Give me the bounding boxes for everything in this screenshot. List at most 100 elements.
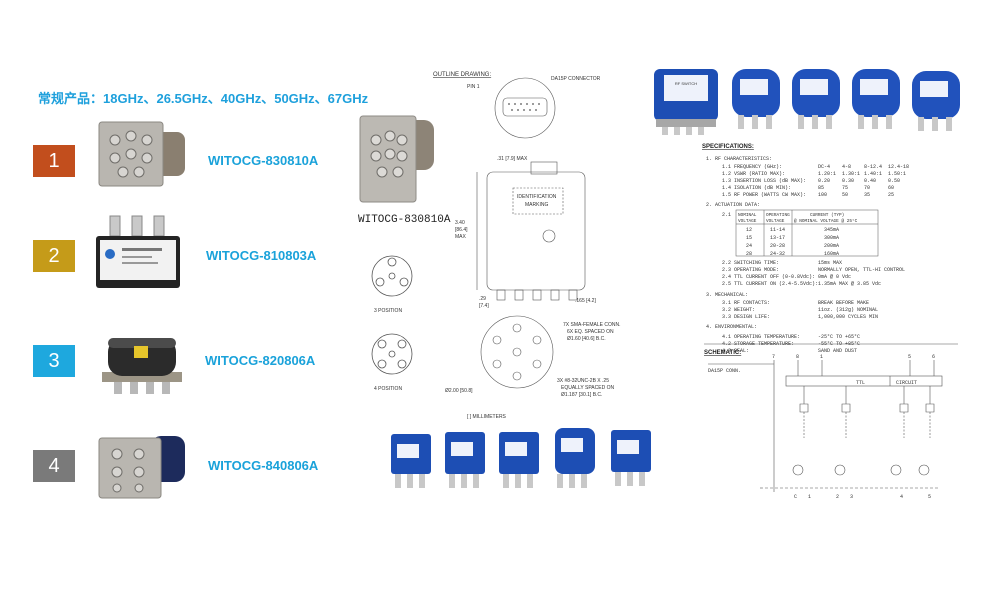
svg-text:C: C bbox=[794, 494, 797, 500]
blue-rf-switch-photos: RF SWITCH bbox=[654, 69, 960, 135]
svg-text:24: 24 bbox=[746, 243, 752, 249]
svg-text:100: 100 bbox=[818, 192, 827, 198]
outline-title: OUTLINE DRAWING: bbox=[433, 72, 491, 78]
svg-text:2.2: 2.2 bbox=[722, 260, 731, 266]
svg-text:11-14: 11-14 bbox=[770, 227, 785, 233]
svg-text:3.3: 3.3 bbox=[722, 314, 731, 320]
svg-text:1.3: 1.3 bbox=[722, 178, 731, 184]
dim-200-label: Ø2.00 [50.8] bbox=[445, 388, 473, 394]
svg-text:NOMINAL: NOMINAL bbox=[738, 213, 757, 218]
svg-text:50: 50 bbox=[842, 192, 848, 198]
product-photo-3 bbox=[102, 338, 182, 394]
dim-29-label: .29 bbox=[479, 296, 486, 302]
svg-text:24-32: 24-32 bbox=[770, 251, 785, 257]
svg-text:@ NOMINAL VOLTAGE @ 25°C: @ NOMINAL VOLTAGE @ 25°C bbox=[794, 219, 858, 224]
svg-text:SAND AND DUST: SAND AND DUST bbox=[818, 348, 857, 354]
svg-text:70: 70 bbox=[864, 185, 870, 191]
screw-note-2: EQUALLY SPACED ON bbox=[561, 385, 614, 391]
svg-text:3.2: 3.2 bbox=[722, 307, 731, 313]
svg-text:0.50: 0.50 bbox=[888, 178, 900, 184]
svg-text:2.5: 2.5 bbox=[722, 281, 731, 287]
svg-text:1,000,000 CYCLES MIN: 1,000,000 CYCLES MIN bbox=[818, 314, 878, 320]
svg-text:6: 6 bbox=[932, 354, 935, 360]
svg-text:7: 7 bbox=[772, 354, 775, 360]
actuation-table: NOMINAL OPERATING CURRENT (TYP) VOLTAGE … bbox=[735, 209, 879, 257]
specifications-sheet: SPECIFICATIONS: 1. RF CHARACTERISTICS: 1… bbox=[702, 144, 909, 330]
outline-drawing: OUTLINE DRAWING: PIN 1 DA15P CONNECTOR .… bbox=[433, 72, 621, 420]
svg-text:OPERATING: OPERATING bbox=[766, 213, 790, 218]
spec-section-1: 1. RF CHARACTERISTICS: bbox=[706, 156, 772, 162]
sma-note-1: 7X SMA-FEMALE CONN. bbox=[563, 322, 621, 328]
svg-text:-25°C TO +65°C: -25°C TO +65°C bbox=[818, 334, 860, 340]
dim-165-label: .165 [4.2] bbox=[575, 298, 596, 304]
svg-text:8-12.4: 8-12.4 bbox=[864, 164, 882, 170]
schematic-ttl-label: TTL bbox=[856, 380, 865, 386]
svg-text:ISOLATION (dB MIN):: ISOLATION (dB MIN): bbox=[734, 185, 791, 191]
sma-note-3: Ø1.60 [40.6] B.C. bbox=[567, 336, 606, 342]
svg-text:4-8: 4-8 bbox=[842, 164, 851, 170]
dim-29-mm-label: [7.4] bbox=[479, 303, 489, 309]
position-4-label: 4 POSITION bbox=[374, 386, 402, 392]
svg-text:1.5: 1.5 bbox=[722, 192, 731, 198]
spec-title: SPECIFICATIONS: bbox=[702, 144, 754, 150]
svg-text:8: 8 bbox=[796, 354, 799, 360]
connector-label: DA15P CONNECTOR bbox=[551, 76, 601, 82]
svg-text:BREAK BEFORE MAKE: BREAK BEFORE MAKE bbox=[818, 300, 869, 306]
svg-text:4.3: 4.3 bbox=[722, 348, 731, 354]
svg-text:VSWR (RATIO MAX):: VSWR (RATIO MAX): bbox=[734, 171, 785, 177]
svg-text:3: 3 bbox=[850, 494, 853, 500]
svg-text:VOLTAGE: VOLTAGE bbox=[738, 219, 757, 224]
product-model-label: WITOCG-810803A bbox=[206, 248, 317, 263]
svg-text:INSERTION LOSS (dB MAX):: INSERTION LOSS (dB MAX): bbox=[734, 178, 806, 184]
spec-section-3: 3. MECHANICAL: bbox=[706, 292, 748, 298]
schematic-title: SCHEMATIC: bbox=[704, 350, 741, 356]
svg-text:75: 75 bbox=[842, 185, 848, 191]
svg-text:OPERATING TEMPERATURE:: OPERATING TEMPERATURE: bbox=[734, 334, 800, 340]
product-photo-4 bbox=[98, 436, 185, 499]
schematic-diagram: SCHEMATIC: DA15P CONN. 7 8 1 5 6 TTL CIR… bbox=[704, 343, 958, 500]
product-model-label: WITOCG-830810A bbox=[208, 153, 319, 168]
schematic-circuit-label: CIRCUIT bbox=[896, 380, 917, 386]
position-4-diagram: 4 POSITION bbox=[371, 333, 413, 392]
svg-text:1.4: 1.4 bbox=[722, 185, 731, 191]
svg-text:4.1: 4.1 bbox=[722, 334, 731, 340]
millimeters-note: [ ] MILLIMETERS bbox=[467, 414, 507, 420]
product-model-label: WITOCG-840806A bbox=[208, 458, 319, 473]
svg-text:300mA: 300mA bbox=[824, 235, 839, 241]
product-number-badge: 1 bbox=[33, 145, 75, 177]
schematic-connector-label: DA15P CONN. bbox=[708, 368, 741, 374]
svg-text:1: 1 bbox=[820, 354, 823, 360]
svg-text:5: 5 bbox=[928, 494, 931, 500]
svg-text:25: 25 bbox=[888, 192, 894, 198]
svg-text:TTL CURRENT OFF (0-0.8Vdc):: TTL CURRENT OFF (0-0.8Vdc): bbox=[734, 274, 815, 280]
dim-top-label: .31 [7.9] MAX bbox=[497, 156, 528, 162]
product-number-badge: 3 bbox=[33, 345, 75, 377]
svg-text:DC-4: DC-4 bbox=[818, 164, 830, 170]
product-row-4: 4 WITOCG-840806A bbox=[33, 450, 363, 500]
sma-note-2: 6X EQ. SPACED ON bbox=[567, 329, 614, 335]
product-range-headline: 常规产品：18GHz、26.5GHz、40GHz、50GHz、67GHz bbox=[38, 91, 369, 106]
dim-height-mm-label: [86.4] bbox=[455, 227, 468, 233]
svg-text:TTL CURRENT ON (2.4-5.5Vdc):: TTL CURRENT ON (2.4-5.5Vdc): bbox=[734, 281, 818, 287]
screw-note-3: Ø1.187 [30.1] B.C. bbox=[561, 392, 602, 398]
act-index: 2.1 bbox=[722, 212, 731, 218]
svg-text:160mA: 160mA bbox=[824, 251, 839, 257]
blue-switch-photo-row bbox=[391, 428, 651, 488]
product-row-1: 1 WITOCG-830810A bbox=[33, 145, 363, 195]
svg-text:FREQUENCY (GHz):: FREQUENCY (GHz): bbox=[734, 164, 782, 170]
svg-text:2: 2 bbox=[836, 494, 839, 500]
svg-text:60: 60 bbox=[888, 185, 894, 191]
svg-text:3.1: 3.1 bbox=[722, 300, 731, 306]
product-model-label: WITOCG-820806A bbox=[205, 353, 316, 368]
svg-text:VOLTAGE: VOLTAGE bbox=[766, 219, 785, 224]
svg-text:1.2: 1.2 bbox=[722, 171, 731, 177]
svg-text:12: 12 bbox=[746, 227, 752, 233]
svg-text:0.20: 0.20 bbox=[818, 178, 830, 184]
svg-text:85: 85 bbox=[818, 185, 824, 191]
svg-text:15ms MAX: 15ms MAX bbox=[818, 260, 842, 266]
